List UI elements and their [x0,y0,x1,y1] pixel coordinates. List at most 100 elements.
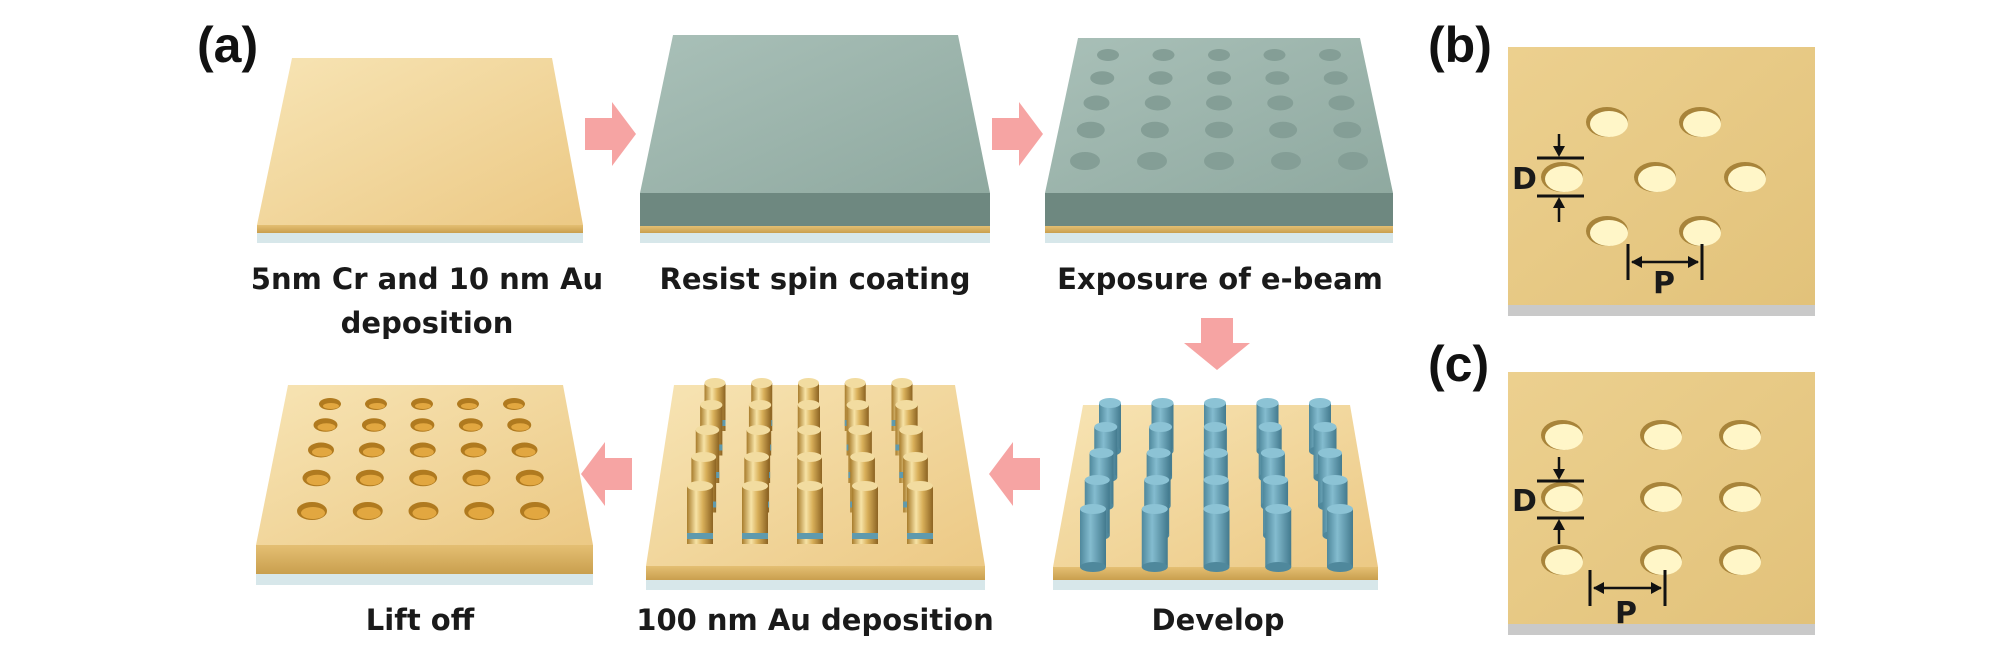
exposed-dot [1090,71,1115,85]
gold-pillar-cap [899,425,923,435]
step6-caption: Lift off [366,603,475,637]
nanohole-floor [359,474,382,486]
step1-caption-line1: 5nm Cr and 10 nm Au [251,262,603,296]
exposed-dot [1152,49,1175,61]
gold-pillar-cap [797,481,823,491]
resist-pillar-top [1203,504,1230,514]
nanohole-floor [511,423,530,431]
panel-label-b: (b) [1428,17,1492,73]
gold-pillar-resist-band [852,533,878,539]
resist-pillar-base [1265,562,1292,572]
nanohole-floor [365,423,384,431]
nanohole-floor [323,403,339,409]
top-view-hole-floor [1723,486,1761,512]
gold-pillar-cap [744,452,770,462]
gold-pillar-cap [907,481,933,491]
exposed-dot [1338,152,1368,170]
exposed-dot [1140,121,1169,139]
gold-pillar-cap [746,425,771,435]
gold-pillar-cap [895,400,918,410]
step1-gold-top [257,58,583,225]
gold-pillar-cap [891,378,913,388]
top-view-hole-floor [1644,549,1682,575]
nanohole-floor [301,507,325,519]
gold-pillar-resist-band [687,533,713,539]
exposed-dot [1076,121,1105,139]
resist-pillar-top [1263,475,1289,485]
nanohole-floor [524,507,548,519]
resist-pillar-top [1265,504,1292,514]
square-hole-array [1541,420,1761,575]
step3-gold-side [1045,226,1393,233]
step5-gold-side [646,566,985,580]
nanohole-floor [414,423,433,431]
step3-substrate [1045,38,1393,243]
gold-pillar-cap [850,452,875,462]
nanohole-floor [362,447,383,457]
panel-label-a: (a) [197,17,258,73]
exposed-dot [1070,152,1100,170]
top-view-hole-floor [1545,424,1583,450]
resist-pillar-base [1203,562,1230,572]
nanohole-floor [462,423,481,431]
exposed-dot [1148,71,1173,85]
gold-pillar-resist-band [742,533,768,539]
exposed-dot [1263,49,1286,61]
step6-glass [256,574,593,585]
resist-pillar-top [1322,475,1348,485]
top-view-hole-floor [1545,486,1583,512]
nanohole-floor [464,447,485,457]
hex-panel-edge [1508,305,1815,316]
gold-pillar-cap [798,378,819,388]
gold-pillar-resist-band [797,533,823,539]
gold-pillar-cap [691,452,717,462]
step2-resist-top [640,35,990,193]
resist-pillar-top [1256,398,1279,408]
hex-period-marker [1626,244,1704,280]
arrow-right-icon [585,102,636,166]
gold-pillar-cap [852,481,878,491]
resist-pillar-top [1141,504,1168,514]
exposed-dot [1265,71,1290,85]
gold-pillar-cap [751,378,773,388]
gold-pillar-cap [748,400,772,410]
exposed-dot [1207,71,1231,85]
nanohole-floor [312,447,332,457]
top-view-hole-floor [1545,166,1583,192]
step3-resist-top [1045,38,1393,193]
resist-pillar [1203,509,1230,567]
resist-pillar-top [1260,448,1285,458]
gold-pillar-cap [687,481,713,491]
step2-gold-side [640,226,990,233]
exposed-dot [1267,95,1294,111]
step4-gold-side [1053,567,1378,580]
resist-pillar-top [1149,422,1173,432]
nanohole-floor [317,423,336,431]
resist-pillar-top [1204,398,1226,408]
exposed-dot [1208,49,1230,61]
nanohole-floor [412,507,437,519]
nanohole-floor [461,403,477,409]
exposed-dot [1323,71,1348,85]
step2-substrate [640,35,990,243]
gold-pillar-cap [797,452,822,462]
resist-pillar-top [1099,398,1121,408]
gold-pillar-cap [704,378,726,388]
arrow-left-icon [989,442,1040,506]
nanohole-floor [519,474,542,486]
top-view-hole-floor [1590,111,1628,137]
resist-pillar [1327,509,1353,567]
hex-diameter-label: D [1512,162,1537,197]
resist-pillar-top [1258,422,1282,432]
exposed-dot [1271,152,1301,170]
step3-glass [1045,233,1393,243]
gold-pillar-cap [846,400,869,410]
nanohole-floor [415,403,431,409]
square-diameter-label: D [1512,484,1537,519]
top-view-hole-floor [1644,486,1682,512]
hex-period-label: P [1653,266,1675,301]
resist-pillar-base [1141,562,1168,572]
square-period-label: P [1615,596,1637,631]
square-period-marker [1588,570,1667,606]
